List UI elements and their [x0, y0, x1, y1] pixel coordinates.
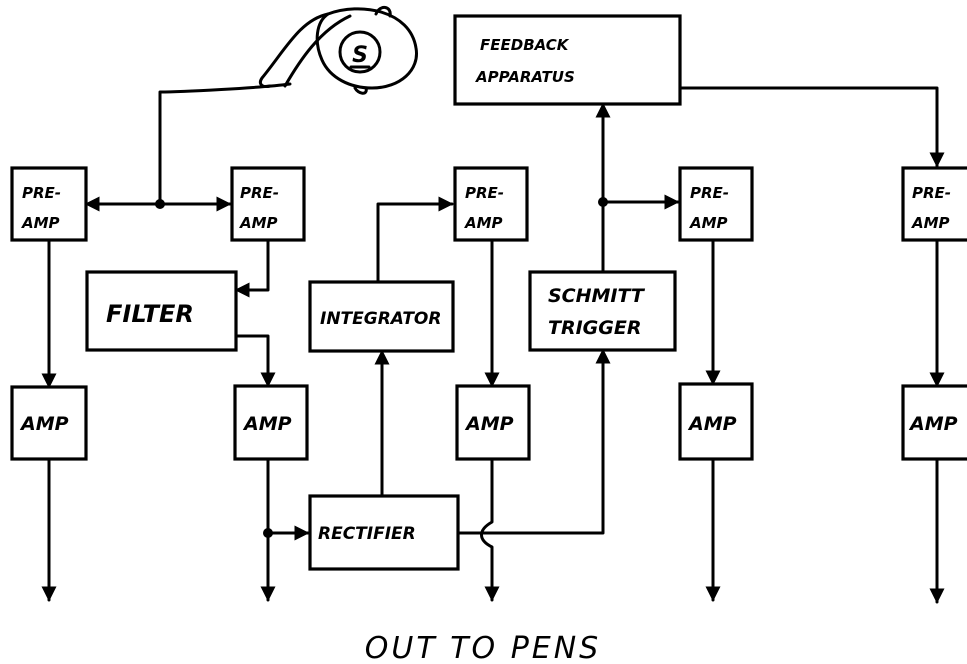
footer-caption: OUT TO PENS [365, 631, 601, 664]
preamp-block: PRE- AMP [455, 168, 527, 240]
preamp-line1: PRE- [912, 184, 951, 202]
junction-dot [598, 197, 608, 207]
amp-label: AMP [19, 413, 69, 435]
preamp-block: PRE- AMP [232, 168, 304, 240]
subject-head: S [260, 7, 416, 93]
filter-block: FILTER [87, 272, 236, 350]
preamp-line1: PRE- [240, 184, 279, 202]
wire-integrator-preamp3 [378, 204, 452, 282]
wire-feedback-preamp5 [680, 88, 937, 166]
preamp-line2: AMP [464, 214, 503, 232]
preamp-block: PRE- AMP [680, 168, 752, 240]
feedback-line2: APPARATUS [475, 68, 575, 86]
preamp-line1: PRE- [22, 184, 61, 202]
amp-block: AMP [903, 386, 967, 459]
feedback-apparatus-block: FEEDBACK APPARATUS [455, 16, 680, 104]
amp-block: AMP [680, 384, 752, 459]
amp-block: AMP [457, 386, 529, 459]
amp-label: AMP [464, 413, 514, 435]
preamp-line1: PRE- [465, 184, 504, 202]
filter-label: FILTER [106, 300, 194, 328]
integrator-block: INTEGRATOR [310, 282, 453, 351]
wire-amp3-out [482, 459, 493, 600]
schmitt-line1: SCHMITT [548, 285, 646, 307]
subject-label: S [352, 43, 368, 68]
schmitt-trigger-block: SCHMITT TRIGGER [530, 272, 675, 350]
preamp-line2: AMP [21, 214, 60, 232]
amp-label: AMP [242, 413, 292, 435]
amp-label: AMP [908, 413, 958, 435]
junction-dot [155, 199, 165, 209]
integrator-label: INTEGRATOR [320, 309, 441, 329]
rectifier-label: RECTIFIER [318, 524, 416, 544]
preamp-block: PRE- AMP [903, 168, 967, 240]
wire-preamp2-filter [236, 240, 268, 290]
preamp-line2: AMP [239, 214, 278, 232]
schmitt-line2: TRIGGER [548, 317, 641, 339]
wire-filter-amp2 [236, 336, 268, 386]
feedback-line1: FEEDBACK [480, 36, 570, 54]
amp-label: AMP [687, 413, 737, 435]
amp-block: AMP [12, 387, 86, 459]
preamp-block: PRE- AMP [12, 168, 86, 240]
preamp-line2: AMP [911, 214, 950, 232]
preamp-line1: PRE- [690, 184, 729, 202]
preamp-line2: AMP [689, 214, 728, 232]
junction-dot [263, 528, 273, 538]
amp-block: AMP [235, 386, 307, 459]
rectifier-block: RECTIFIER [310, 496, 458, 569]
